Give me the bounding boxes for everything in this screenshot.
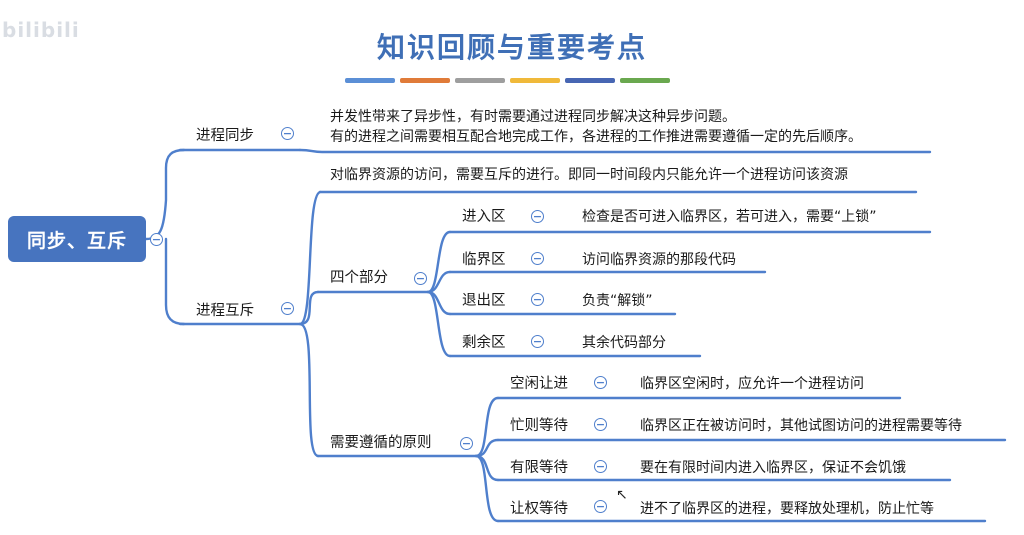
connector-line: [144, 148, 186, 241]
node-process-sync[interactable]: 进程同步: [196, 128, 254, 144]
title-strip-segment: [345, 78, 395, 83]
collapse-icon[interactable]: −: [281, 302, 294, 315]
connector-line: [298, 148, 932, 154]
title-strip-segment: [620, 78, 670, 83]
connector-line: [426, 290, 452, 358]
node-exit-section[interactable]: 退出区: [462, 293, 506, 309]
note-remainder-section: 其余代码部分: [582, 335, 666, 351]
connector-line: [474, 454, 500, 523]
node-entry-section[interactable]: 进入区: [462, 209, 506, 225]
collapse-icon[interactable]: −: [531, 210, 544, 223]
node-principles[interactable]: 需要遵循的原则: [330, 435, 432, 451]
note-mutex: 对临界资源的访问，需要互斥的进行。即同一时间段内只能允许一个进程访问该资源: [330, 167, 848, 183]
node-bounded-wait[interactable]: 有限等待: [510, 460, 568, 476]
note-critical-section: 访问临界资源的那段代码: [582, 252, 736, 268]
note-exit-section: 负责“解锁”: [582, 293, 653, 309]
node-busy-wait[interactable]: 忙则等待: [510, 418, 568, 434]
collapse-icon[interactable]: −: [594, 418, 607, 431]
connector-line: [474, 454, 500, 482]
note-bounded-wait: 要在有限时间内进入临界区，保证不会饥饿: [640, 460, 906, 476]
node-process-mutex[interactable]: 进程互斥: [196, 303, 254, 319]
mouse-cursor-icon: ↖: [616, 487, 628, 503]
connector-line: [298, 190, 322, 326]
title-strip-segment: [565, 78, 615, 83]
collapse-icon[interactable]: −: [460, 437, 473, 450]
note-yield-wait: 进不了临界区的进程，要释放处理机，防止忙等: [640, 501, 934, 517]
note-busy-wait: 临界区正在被访问时，其他试图访问的进程需要等待: [640, 418, 962, 434]
note-sync-2: 有的进程之间需要相互配合地完成工作，各进程的工作推进需要遵循一定的先后顺序。: [330, 129, 862, 145]
root-node[interactable]: 同步、互斥: [8, 216, 146, 262]
connector-line: [298, 290, 320, 326]
collapse-icon[interactable]: −: [594, 460, 607, 473]
title-strip-segment: [510, 78, 560, 83]
node-yield-wait[interactable]: 让权等待: [510, 501, 568, 517]
collapse-icon[interactable]: −: [594, 500, 607, 513]
collapse-icon[interactable]: −: [414, 272, 427, 285]
title-strip-segment: [400, 78, 450, 83]
collapse-icon[interactable]: −: [150, 233, 163, 246]
collapse-icon[interactable]: −: [531, 252, 544, 265]
connector-line: [164, 237, 186, 326]
collapse-icon[interactable]: −: [281, 127, 294, 140]
collapse-icon[interactable]: −: [594, 376, 607, 389]
title-strip-segment: [455, 78, 505, 83]
node-remainder-section[interactable]: 剩余区: [462, 335, 506, 351]
note-idle-enter: 临界区空闲时，应允许一个进程访问: [640, 376, 864, 392]
note-entry-section: 检查是否可进入临界区，若可进入，需要“上锁”: [582, 209, 877, 225]
page-title: 知识回顾与重要考点: [376, 31, 647, 64]
watermark-logo: bilibili: [2, 18, 80, 42]
connector-line: [298, 322, 320, 458]
node-critical-section[interactable]: 临界区: [462, 252, 506, 268]
node-four-parts[interactable]: 四个部分: [330, 270, 388, 286]
node-idle-enter[interactable]: 空闲让进: [510, 376, 568, 392]
collapse-icon[interactable]: −: [531, 293, 544, 306]
collapse-icon[interactable]: −: [531, 335, 544, 348]
note-sync-1: 并发性带来了异步性，有时需要通过进程同步解决这种异步问题。: [330, 109, 736, 125]
